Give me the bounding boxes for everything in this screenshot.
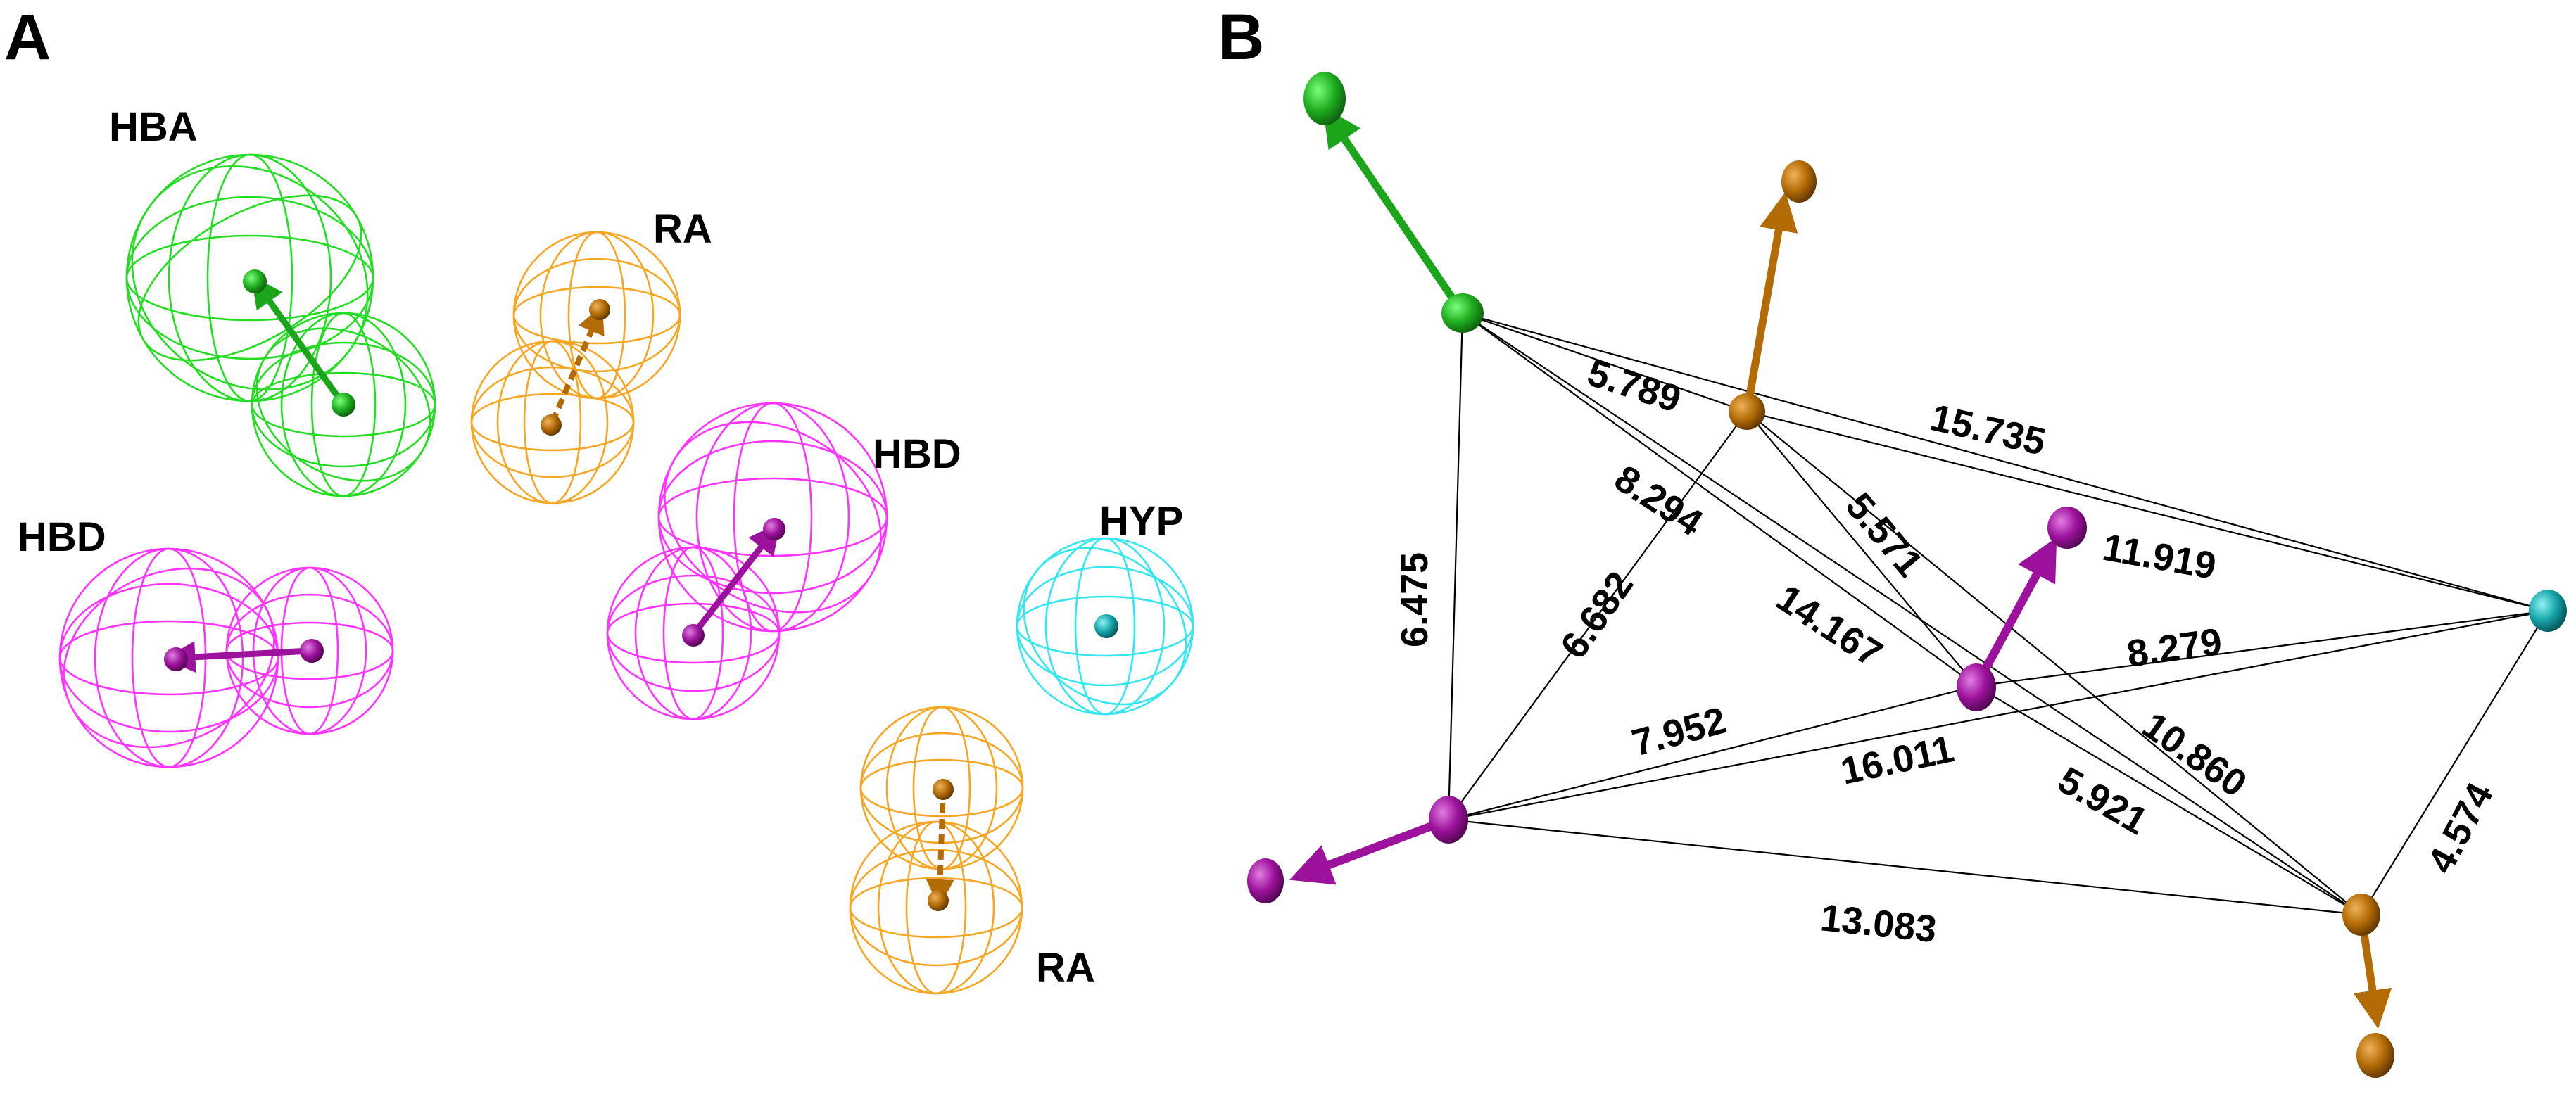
ra-top-feature: RA bbox=[470, 206, 712, 504]
hyp-node bbox=[2529, 590, 2567, 632]
ra-bottom-node-head-ball bbox=[2356, 1033, 2394, 1078]
distance-label-5-921: 5.921 bbox=[2051, 758, 2154, 843]
distance-label-14-167: 14.167 bbox=[1769, 577, 1889, 675]
ra-top-sphere-mesh-lower bbox=[470, 340, 635, 504]
edge-orange-top-purple-mid bbox=[1746, 411, 1977, 687]
hba-large-sphere-mesh bbox=[125, 153, 374, 402]
distance-label-13-083: 13.083 bbox=[1819, 896, 1939, 951]
hba-vector-arrow bbox=[251, 275, 346, 407]
panel-a: A HBA bbox=[4, 1, 1194, 995]
edge-orange-top-orange-bottom bbox=[1746, 411, 2362, 915]
edge-green-cyan bbox=[1462, 312, 2549, 612]
ra-top-node-vector-arrow bbox=[1743, 191, 1798, 412]
hbd-left-node-center-ball bbox=[1429, 796, 1468, 844]
edge-orange-top-purple-left bbox=[1448, 411, 1748, 820]
hbd-mid-head-ball bbox=[763, 518, 785, 540]
hbd-left-label: HBD bbox=[18, 514, 106, 560]
distance-label-4-574: 4.574 bbox=[2420, 776, 2501, 879]
hbd-left-tail-ball bbox=[300, 639, 324, 663]
hbd-mid-node-center-ball bbox=[1957, 663, 1996, 711]
hbd-left-vector-arrow bbox=[163, 641, 310, 673]
hbd-mid-label: HBD bbox=[873, 431, 961, 477]
distance-label-11-919: 11.919 bbox=[2100, 526, 2219, 587]
ra-top-node bbox=[1729, 160, 1817, 430]
hba-node-center-ball bbox=[1441, 293, 1484, 333]
edge-cyan-orange-bottom bbox=[2361, 610, 2549, 915]
hbd-left-node bbox=[1247, 796, 1468, 903]
hba-feature: HBA bbox=[109, 104, 436, 497]
ra-top-vector-arrow bbox=[550, 305, 605, 424]
hbd-mid-node-head-ball bbox=[2047, 507, 2087, 549]
distance-label-16-011: 16.011 bbox=[1837, 728, 1957, 792]
ra-bottom-node-center-ball bbox=[2342, 894, 2380, 936]
hba-head-ball bbox=[243, 269, 267, 293]
hbd-left-node-vector-arrow bbox=[1289, 815, 1451, 885]
edge-purple-mid-cyan bbox=[1976, 609, 2549, 687]
edge-purple-left-cyan bbox=[1448, 609, 2549, 821]
ra-bottom-feature: RA bbox=[849, 706, 1095, 995]
panel-b-letter: B bbox=[1218, 1, 1264, 73]
hbd-mid-node bbox=[1957, 507, 2087, 711]
hbd-mid-small-sphere-mesh bbox=[606, 546, 781, 720]
hyp-node-ball bbox=[2529, 590, 2567, 632]
edge-green-purple-mid bbox=[1462, 312, 1977, 687]
ra-top-label: RA bbox=[653, 206, 712, 252]
ra-bottom-vector-arrow bbox=[926, 787, 954, 908]
edge-purple-left-orange-bottom bbox=[1448, 818, 2362, 916]
distance-edges bbox=[1447, 312, 2549, 916]
distance-label-15-735: 15.735 bbox=[1926, 396, 2049, 464]
panel-a-letter: A bbox=[4, 1, 51, 73]
ra-bottom-label: RA bbox=[1036, 945, 1095, 991]
ra-top-head-ball bbox=[589, 299, 610, 320]
ra-top-tail-ball bbox=[541, 414, 562, 436]
hyp-sphere-mesh bbox=[1016, 537, 1194, 716]
distance-label-5-571: 5.571 bbox=[1838, 485, 1931, 585]
distance-label-7-952: 7.952 bbox=[1628, 699, 1731, 765]
hbd-left-feature: HBD bbox=[18, 514, 394, 768]
distance-label-6-475: 6.475 bbox=[1394, 552, 1436, 647]
ra-bottom-head-ball bbox=[928, 890, 949, 911]
ra-bottom-node bbox=[2342, 894, 2394, 1078]
hba-label: HBA bbox=[109, 104, 198, 150]
edge-green-purple-left bbox=[1447, 312, 1464, 820]
edge-green-orange-top bbox=[1462, 312, 1748, 413]
hbd-mid-tail-ball bbox=[682, 624, 705, 647]
ra-bottom-sphere-mesh-lower bbox=[849, 820, 1023, 995]
edge-purple-left-purple-mid bbox=[1448, 685, 1977, 821]
hba-small-sphere-mesh bbox=[251, 312, 436, 497]
ra-top-node-head-ball bbox=[1781, 160, 1817, 203]
hyp-center-ball bbox=[1094, 614, 1118, 638]
hbd-mid-vector-arrow bbox=[690, 522, 781, 637]
hyp-label: HYP bbox=[1099, 498, 1183, 544]
hbd-left-large-sphere-mesh bbox=[58, 547, 279, 768]
edge-green-orange-bottom bbox=[1462, 312, 2362, 915]
hba-node bbox=[1303, 72, 1484, 333]
ra-top-node-center-ball bbox=[1729, 393, 1765, 430]
hbd-left-node-head-ball bbox=[1247, 858, 1284, 903]
edge-orange-top-cyan bbox=[1746, 410, 2549, 612]
ra-bottom-tail-ball bbox=[933, 779, 954, 800]
hba-node-vector-arrow bbox=[1322, 107, 1466, 316]
edge-purple-mid-orange-bottom bbox=[1976, 685, 2362, 915]
distance-label-8-279: 8.279 bbox=[2124, 621, 2224, 675]
hba-node-head-ball bbox=[1303, 72, 1346, 125]
hbd-mid-feature: HBD bbox=[606, 402, 961, 720]
hyp-feature: HYP bbox=[1016, 498, 1194, 716]
hbd-left-head-ball bbox=[164, 647, 188, 671]
hbd-mid-node-vector-arrow bbox=[1972, 537, 2057, 688]
hba-tail-ball bbox=[332, 393, 355, 417]
panel-b: B bbox=[1218, 1, 2567, 1078]
distance-label-6-682: 6.682 bbox=[1553, 564, 1642, 666]
